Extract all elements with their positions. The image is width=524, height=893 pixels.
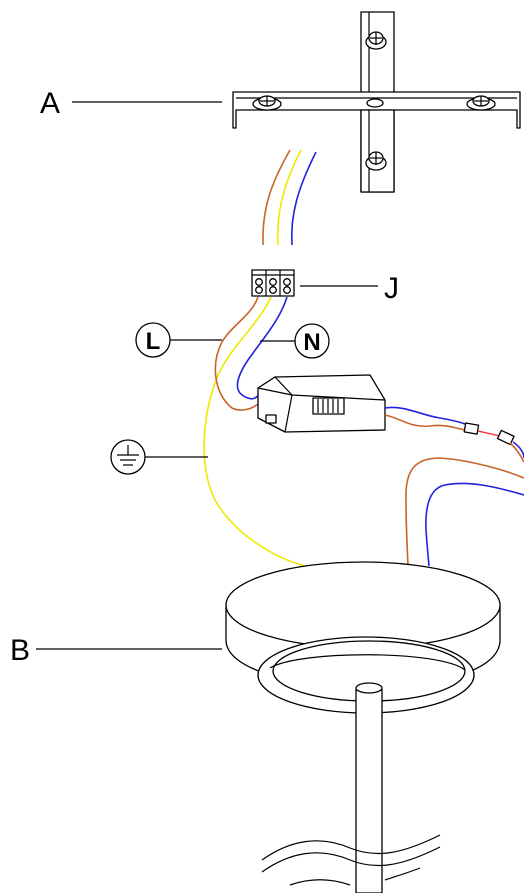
earth-ground-icon — [110, 439, 208, 475]
mains-wires — [262, 149, 317, 246]
screw-icon — [365, 31, 387, 50]
canopy-label: B — [10, 634, 30, 667]
break-lines — [261, 834, 441, 886]
live-wire — [214, 296, 259, 411]
mounting-bracket — [232, 11, 521, 193]
suspension-rod — [355, 682, 383, 893]
earth-wire — [203, 296, 306, 567]
screw-icon — [365, 151, 387, 171]
live-marker-label: L — [146, 328, 161, 355]
neutral-wire — [236, 296, 288, 400]
screw-icon — [466, 95, 496, 111]
terminal-block — [251, 269, 295, 297]
neutral-marker-label: N — [303, 329, 320, 356]
screw-icon — [252, 95, 282, 111]
live-marker: L — [135, 322, 222, 358]
neutral-marker: N — [260, 323, 330, 359]
terminal-label: J — [384, 272, 399, 305]
driver-output-wires — [384, 406, 524, 567]
bracket-label: A — [40, 87, 60, 120]
led-driver — [257, 374, 386, 433]
canopy — [225, 561, 501, 714]
